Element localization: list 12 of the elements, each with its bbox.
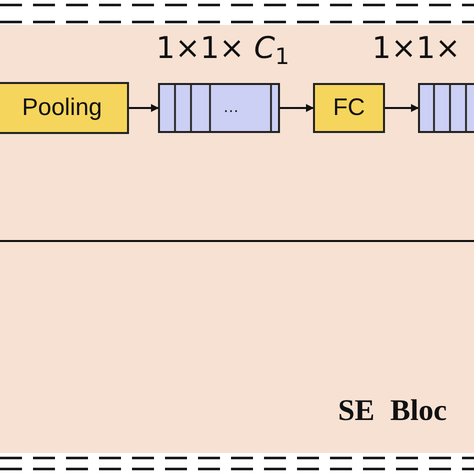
layer-box (313, 83, 385, 133)
arrow (385, 104, 419, 112)
layer-box (0, 82, 129, 134)
ellipsis-text: … (223, 98, 239, 118)
arrow (280, 104, 314, 112)
layer-label: Pooling (22, 93, 102, 123)
block-title: SE Bloc (338, 393, 447, 429)
layer-label: FC (333, 93, 365, 123)
dimension-label: 1×1× (372, 34, 460, 64)
feature-vector-box (158, 83, 280, 133)
dimension-label: 1×1× C$_{1}$ (156, 34, 290, 64)
arrow (129, 104, 159, 112)
